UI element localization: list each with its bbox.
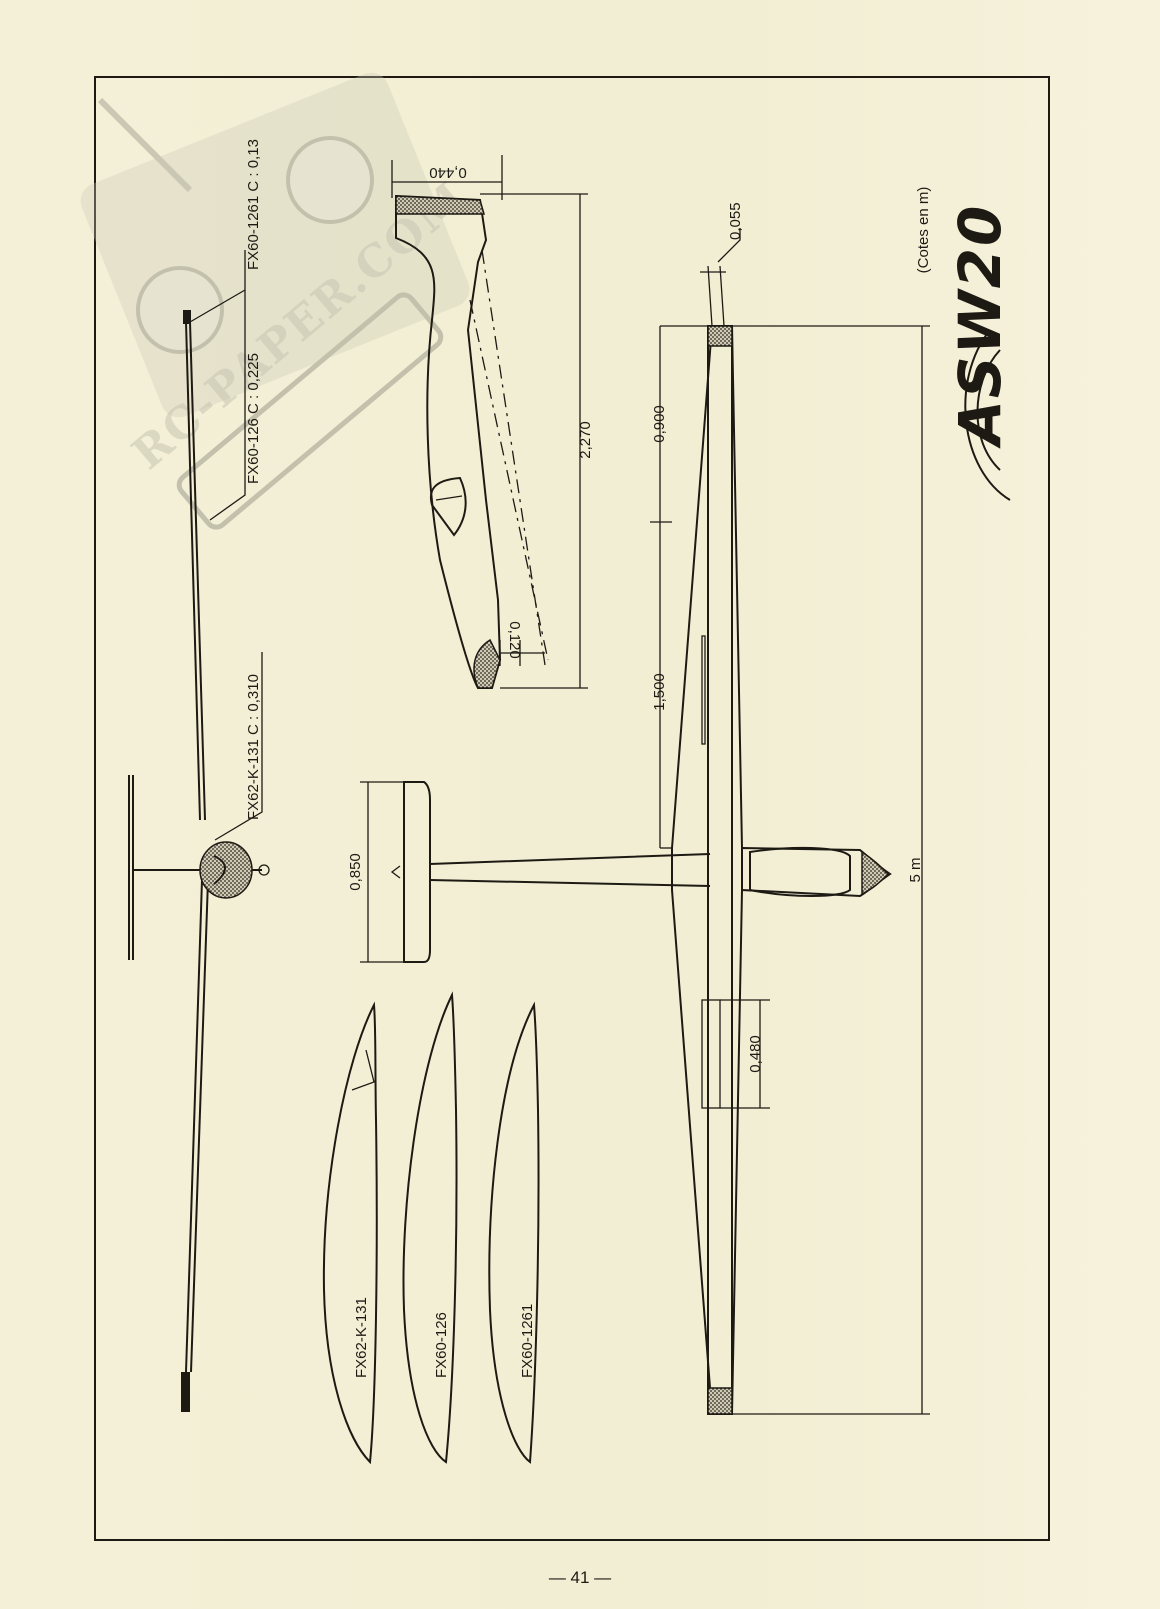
section-label-3: FX60-1261 — [519, 1304, 536, 1378]
wing-tip-top — [707, 325, 733, 347]
section-label-1: FX62-K-131 — [353, 1297, 370, 1378]
section-label-2: FX60-126 — [433, 1312, 450, 1378]
airfoil-sections — [322, 991, 540, 1465]
dim-tail-offset: 0,120 — [506, 621, 523, 659]
side-view-nose — [473, 638, 501, 689]
dim-dihedral: 0,055 — [727, 202, 744, 240]
side-view — [391, 155, 588, 689]
units-note: (Cotes en m) — [915, 187, 932, 274]
dim-stab-span: 0,850 — [347, 853, 364, 891]
page-frame — [94, 76, 1050, 1541]
mid-profile-callout: FX60-126 C : 0,225 — [245, 353, 262, 484]
airfoil-fx62-k-131 — [322, 1001, 378, 1465]
page-number: — 41 — — [548, 1568, 612, 1587]
front-view-wing-lower — [185, 879, 209, 1373]
front-view-fuselage — [199, 841, 253, 899]
airfoil-fx60-126 — [402, 991, 458, 1464]
tailplane-outline — [403, 781, 431, 963]
wing-tip-bottom — [707, 1387, 733, 1415]
aileron-outline — [701, 999, 721, 1109]
watermark: RC-PAPER.COM — [80, 72, 476, 530]
canopy-plan — [749, 846, 851, 897]
side-view-fin-tip — [395, 195, 485, 215]
airfoil-fx60-1261 — [488, 1001, 540, 1464]
tip-profile-callout: FX60-1261 C : 0,13 — [245, 139, 262, 270]
logo-text: ASW20 — [946, 204, 1014, 449]
wing-trailing-edge — [731, 325, 743, 1415]
wing-leading-edge — [671, 325, 713, 1415]
plan-view-wing — [650, 228, 930, 1415]
root-profile-callout: FX62-K-131 C : 0,310 — [245, 674, 262, 820]
plan-view-tailplane — [360, 781, 711, 963]
dim-inner-panel: 1,500 — [651, 673, 668, 711]
dim-aileron: 0,480 — [747, 1035, 764, 1073]
dim-span: 5 m — [907, 857, 924, 882]
front-view-tailplane — [128, 775, 134, 960]
dim-fuselage-length: 2,270 — [577, 421, 594, 459]
dim-fuselage-height: 0,440 — [429, 164, 467, 181]
asw20-logo: ASW20 — [946, 204, 1014, 501]
side-view-canopy — [429, 476, 467, 537]
front-view — [128, 250, 270, 1412]
front-view-wing-upper — [185, 321, 206, 821]
dim-outer-panel: 0,900 — [651, 405, 668, 443]
